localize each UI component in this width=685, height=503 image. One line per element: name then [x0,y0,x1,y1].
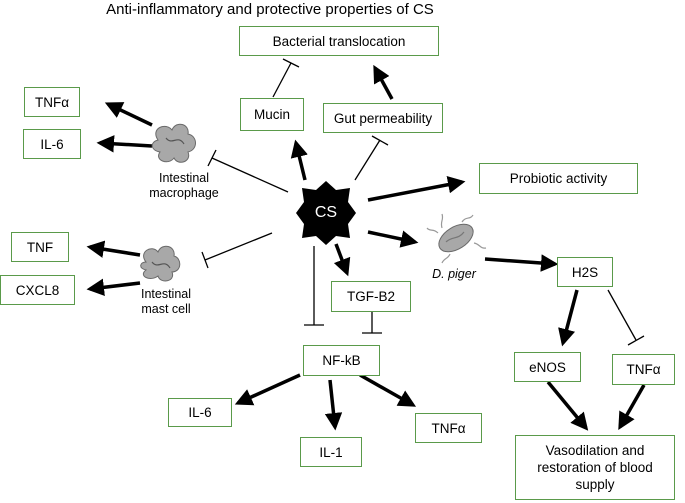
vasodilation-box: Vasodilation and restoration of blood su… [515,435,675,500]
arrow-enos-to-vasodilation [546,380,589,431]
nf-kb-box: NF-kB [303,345,380,376]
arrow-nfkb-to-tnfa [359,373,417,407]
tgf-b2-box: TGF-B2 [331,281,411,312]
diagram-title: Anti-inflammatory and protective propert… [106,1,434,18]
inhibit-mucin-translocation [272,62,292,98]
h2s-box: H2S [557,257,613,287]
arrow-nfkb-to-il1 [324,379,343,431]
mucin-box: Mucin [240,98,304,131]
macrophage-cell-icon [151,123,196,163]
tnf-left-box: TNF [11,232,69,262]
cs-star [296,181,356,245]
arrow-tnfa-right-to-vasodilation [618,384,646,431]
probiotic-activity-box: Probiotic activity [479,163,638,194]
cxcl8-box: CXCL8 [0,275,75,305]
arrow-nfkb-to-il6 [234,373,301,406]
tnfa-bottom-box: TNFα [415,413,482,443]
mast-cell-label: Intestinal mast cell [140,287,192,316]
arrow-cs-to-probiotic [367,176,466,202]
il1-box: IL-1 [300,437,362,467]
enos-box: eNOS [514,352,581,382]
arrow-macrophage-to-il6 [96,135,153,153]
il6-bottom-box: IL-6 [168,398,232,427]
macrophage-label: Intestinal macrophage [149,171,219,200]
il6-top-box: IL-6 [23,129,81,159]
d-piger-label: D. piger [432,267,476,281]
arrow-mastcell-to-cxcl8 [86,278,141,297]
tnfa-right-box: TNFα [612,354,675,385]
gut-permeability-box: Gut permeability [323,103,443,133]
arrow-macrophage-to-tnfa [104,102,153,127]
arrow-cs-to-dpiger [367,230,419,248]
arrow-dpiger-to-h2s [484,254,559,272]
arrow-mastcell-to-tnf [86,240,141,258]
d-piger-bacterium-icon [426,213,487,264]
arrow-cs-to-tgfb2 [333,243,351,277]
bacterial-translocation-box: Bacterial translocation [239,26,439,56]
arrow-cs-to-mucin [290,139,308,181]
cs-label: CS [314,204,338,221]
inhibit-cs-macrophage [211,157,289,193]
mast-cell-icon [140,245,181,282]
inhibit-cs-gut [354,139,381,181]
inhibit-cs-mastcell [204,232,273,261]
tnfa-top-box: TNFα [24,87,80,117]
arrow-h2s-to-enos [558,289,579,347]
arrow-gut-to-translocation [373,64,394,100]
inhibit-h2s-tnfa [607,289,637,341]
